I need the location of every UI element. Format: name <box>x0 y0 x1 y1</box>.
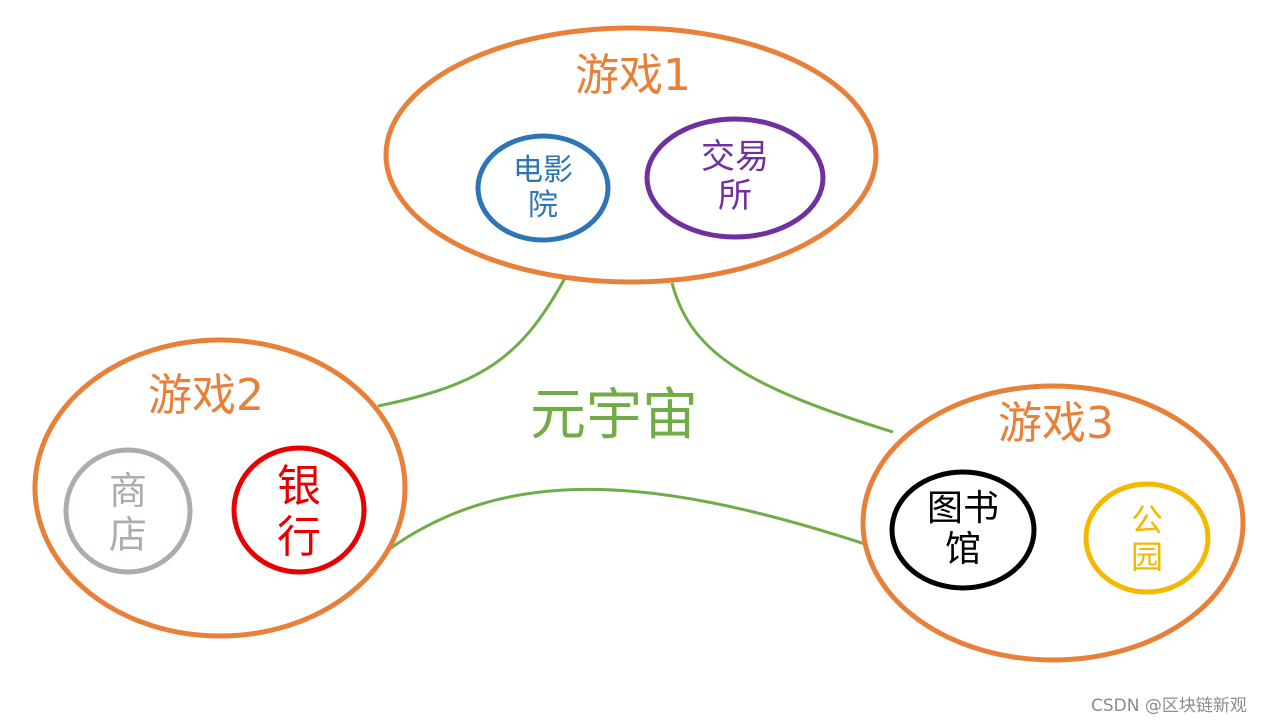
bank-label: 银 行 <box>277 461 321 563</box>
bank-circle <box>231 445 367 575</box>
game3-title: 游戏3 <box>998 398 1114 449</box>
watermark-text: CSDN @区块链新观 <box>1091 696 1247 716</box>
library-label: 图书 馆 <box>926 488 999 571</box>
shop-label: 商 店 <box>108 469 147 557</box>
link-game1-game2 <box>377 277 567 408</box>
cinema-circle <box>475 133 611 243</box>
game2-title: 游戏2 <box>148 370 264 421</box>
park-label: 公 园 <box>1130 501 1163 576</box>
library-circle <box>889 469 1037 591</box>
exchange-label: 交易 所 <box>701 137 769 217</box>
exchange-circle <box>644 116 826 240</box>
shop-circle <box>63 447 193 575</box>
game1-title: 游戏1 <box>575 50 691 101</box>
link-game1-game3 <box>670 282 894 434</box>
park-circle <box>1083 481 1211 595</box>
cinema-label: 电影 院 <box>513 153 573 223</box>
metaverse-label: 元宇宙 <box>530 383 698 448</box>
link-game2-game3 <box>387 487 869 552</box>
